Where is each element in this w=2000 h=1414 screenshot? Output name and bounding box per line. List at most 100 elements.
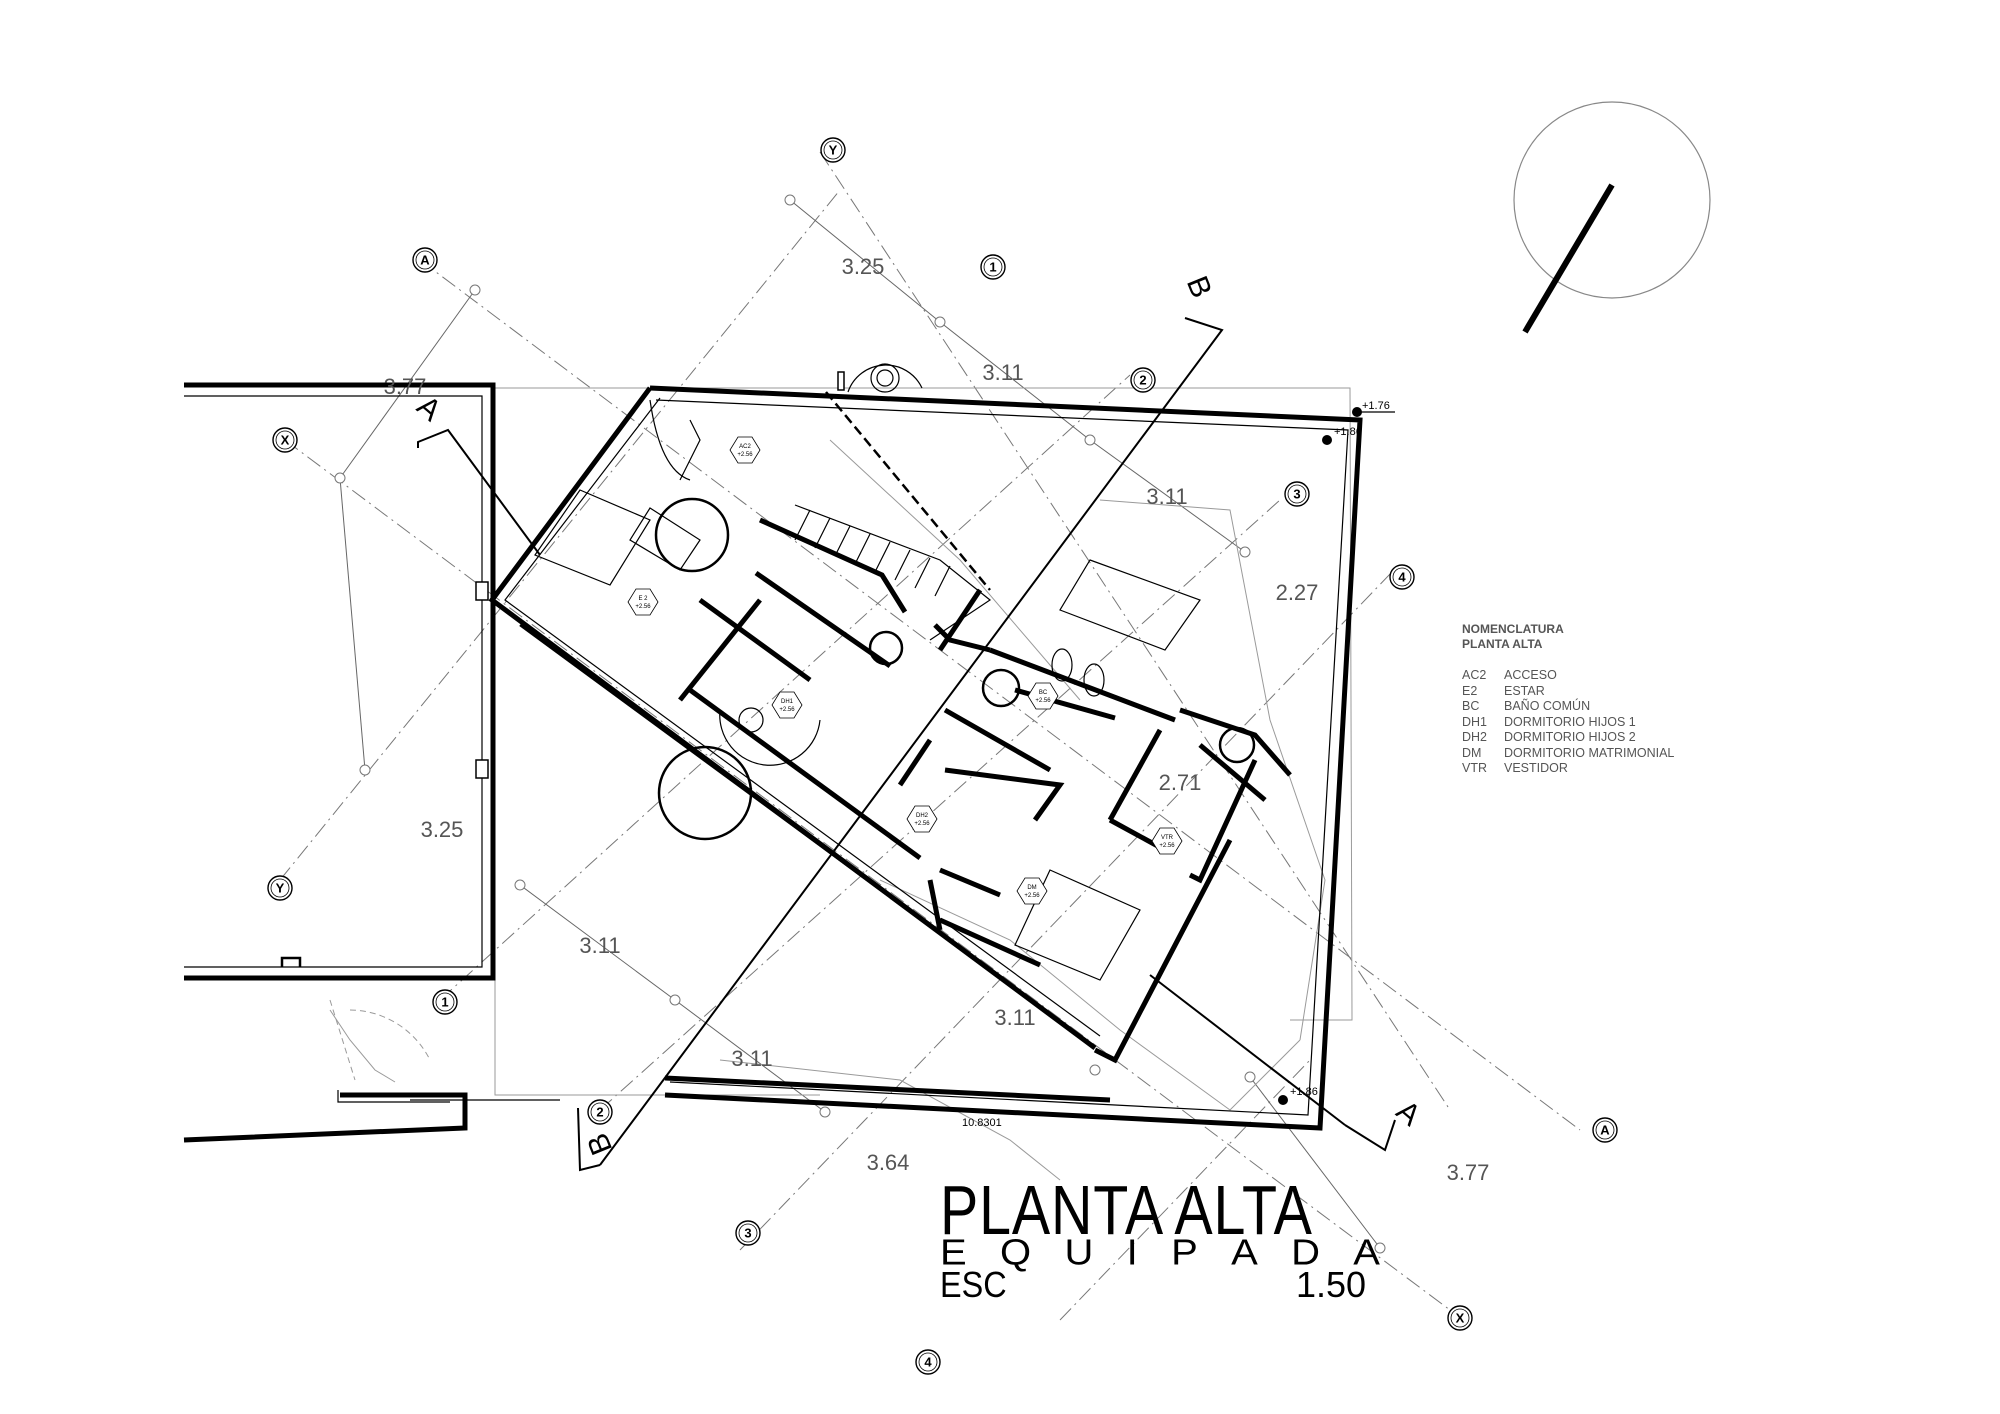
svg-text:DM: DM <box>1027 885 1036 891</box>
room-tags: AC2 +2.56 E 2 +2.56 DH1 +2.56 BC +2.56 D… <box>627 436 1183 905</box>
section-b-bottom: B <box>581 1128 619 1159</box>
dimension-labels: 3.25 3.11 3.77 3.11 2.27 2.71 3.25 3.11 … <box>384 254 1490 1185</box>
dim-325-top: 3.25 <box>842 254 885 279</box>
svg-text:3: 3 <box>1293 487 1300 502</box>
room-tag-ac2: AC2 +2.56 <box>729 436 761 464</box>
grid-bubble-1-top: 1 <box>980 254 1006 280</box>
svg-text:A: A <box>1600 1123 1610 1138</box>
grid-bubble-a-top: A <box>412 247 438 273</box>
scale-label: ESC <box>940 1264 1007 1305</box>
door-swings <box>654 497 1256 841</box>
svg-text:2: 2 <box>596 1105 603 1120</box>
grid-bubble-2-top: 2 <box>1130 367 1156 393</box>
svg-text:+1.76: +1.76 <box>1362 400 1390 412</box>
svg-text:+2.56: +2.56 <box>635 604 651 610</box>
legend-title-1: NOMENCLATURA <box>1462 622 1564 636</box>
grid-bubble-x-left: X <box>272 427 298 453</box>
dim-311-bottom: 3.11 <box>994 1005 1035 1030</box>
grid-bubble-3-bottom: 3 <box>735 1220 761 1246</box>
grid-bubbles: Y A 1 2 X 3 4 Y 1 2 3 A X 4 <box>267 137 1618 1375</box>
north-arrow <box>1513 101 1711 334</box>
grid-bubble-3-top: 3 <box>1284 481 1310 507</box>
section-labels: A A B B <box>411 272 1427 1160</box>
interior-walls <box>678 517 1292 1064</box>
room-tag-e2: E 2 +2.56 <box>627 588 659 616</box>
svg-text:E 2: E 2 <box>638 596 648 602</box>
svg-text:1: 1 <box>989 260 996 275</box>
grid-bubble-4-top: 4 <box>1389 564 1415 590</box>
svg-text:3: 3 <box>744 1226 751 1241</box>
grid-bubble-x-bottom: X <box>1447 1305 1473 1331</box>
svg-text:A: A <box>420 253 430 268</box>
svg-text:+1.86: +1.86 <box>1290 1086 1318 1098</box>
grid-axes <box>279 151 1581 1321</box>
dim-271: 2.71 <box>1159 770 1202 795</box>
scale-value: 1.50 <box>1296 1264 1367 1305</box>
room-tag-dh2: DH2 +2.56 <box>906 805 938 833</box>
grid-bubble-y-left: Y <box>267 875 293 901</box>
grid-bubble-a-bottom: A <box>1592 1117 1618 1143</box>
stair-and-furniture <box>534 363 1201 981</box>
dim-325-left: 3.25 <box>421 817 464 842</box>
svg-text:+2.56: +2.56 <box>779 707 795 713</box>
dim-311-left: 3.11 <box>579 933 620 958</box>
dim-364: 3.64 <box>867 1150 910 1175</box>
svg-text:4: 4 <box>1398 570 1406 585</box>
svg-text:+2.56: +2.56 <box>1035 698 1051 704</box>
svg-text:VTR: VTR <box>1161 835 1174 841</box>
grid-bubble-2-bottom: 2 <box>587 1099 613 1125</box>
svg-text:+1.86: +1.86 <box>1334 426 1362 438</box>
level-markers: +1.76 +1.86 +1.86 <box>1278 400 1395 1105</box>
subtitle-letter: E <box>940 1233 967 1273</box>
subtitle-letter: I <box>1126 1233 1138 1273</box>
dim-311-mid: 3.11 <box>1146 484 1187 509</box>
room-tag-vtr: VTR +2.56 <box>1151 827 1183 855</box>
section-cuts <box>417 317 1396 1172</box>
dim-227: 2.27 <box>1276 580 1319 605</box>
subtitle-letter: A <box>1231 1233 1258 1273</box>
room-tag-dh1: DH1 +2.56 <box>771 691 803 719</box>
svg-text:X: X <box>1456 1311 1465 1326</box>
grid-bubble-4-bottom: 4 <box>915 1349 941 1375</box>
room-tag-bc: BC +2.56 <box>1027 682 1059 710</box>
svg-text:DH1: DH1 <box>781 699 794 705</box>
grid-bubble-1-bottom: 1 <box>432 989 458 1015</box>
dim-311-top: 3.11 <box>982 360 1023 385</box>
dim-377-left: 3.77 <box>384 374 427 399</box>
subtitle-letter: P <box>1171 1233 1198 1273</box>
svg-text:+2.56: +2.56 <box>737 452 753 458</box>
section-a-right: A <box>1390 1094 1427 1132</box>
svg-text:X: X <box>281 433 290 448</box>
dim-overall: 10.8301 <box>962 1117 1002 1129</box>
svg-text:2: 2 <box>1139 373 1146 388</box>
subtitle-letter: D <box>1291 1233 1320 1273</box>
subtitle-letter: Q <box>1000 1233 1032 1273</box>
drawing-title: PLANTA ALTA <box>940 1171 1313 1249</box>
room-tag-dm: DM +2.56 <box>1016 877 1048 905</box>
legend-title-2: PLANTA ALTA <box>1462 637 1543 651</box>
svg-text:Y: Y <box>829 143 838 158</box>
svg-text:+2.56: +2.56 <box>914 821 930 827</box>
svg-text:4: 4 <box>924 1355 932 1370</box>
dim-311-bottom2: 3.11 <box>731 1046 772 1071</box>
dim-377-right: 3.77 <box>1447 1160 1490 1185</box>
svg-text:DH2: DH2 <box>916 813 929 819</box>
svg-text:AC2: AC2 <box>739 444 751 450</box>
svg-text:Y: Y <box>276 881 285 896</box>
svg-text:BC: BC <box>1039 690 1048 696</box>
lower-level-outline <box>494 387 1353 1181</box>
subtitle-letter: A <box>1353 1233 1380 1273</box>
grid-bubble-y-top: Y <box>820 137 846 163</box>
subtitle-letter: U <box>1064 1233 1094 1273</box>
adjacent-building <box>183 382 560 1143</box>
svg-text:+2.56: +2.56 <box>1159 843 1175 849</box>
